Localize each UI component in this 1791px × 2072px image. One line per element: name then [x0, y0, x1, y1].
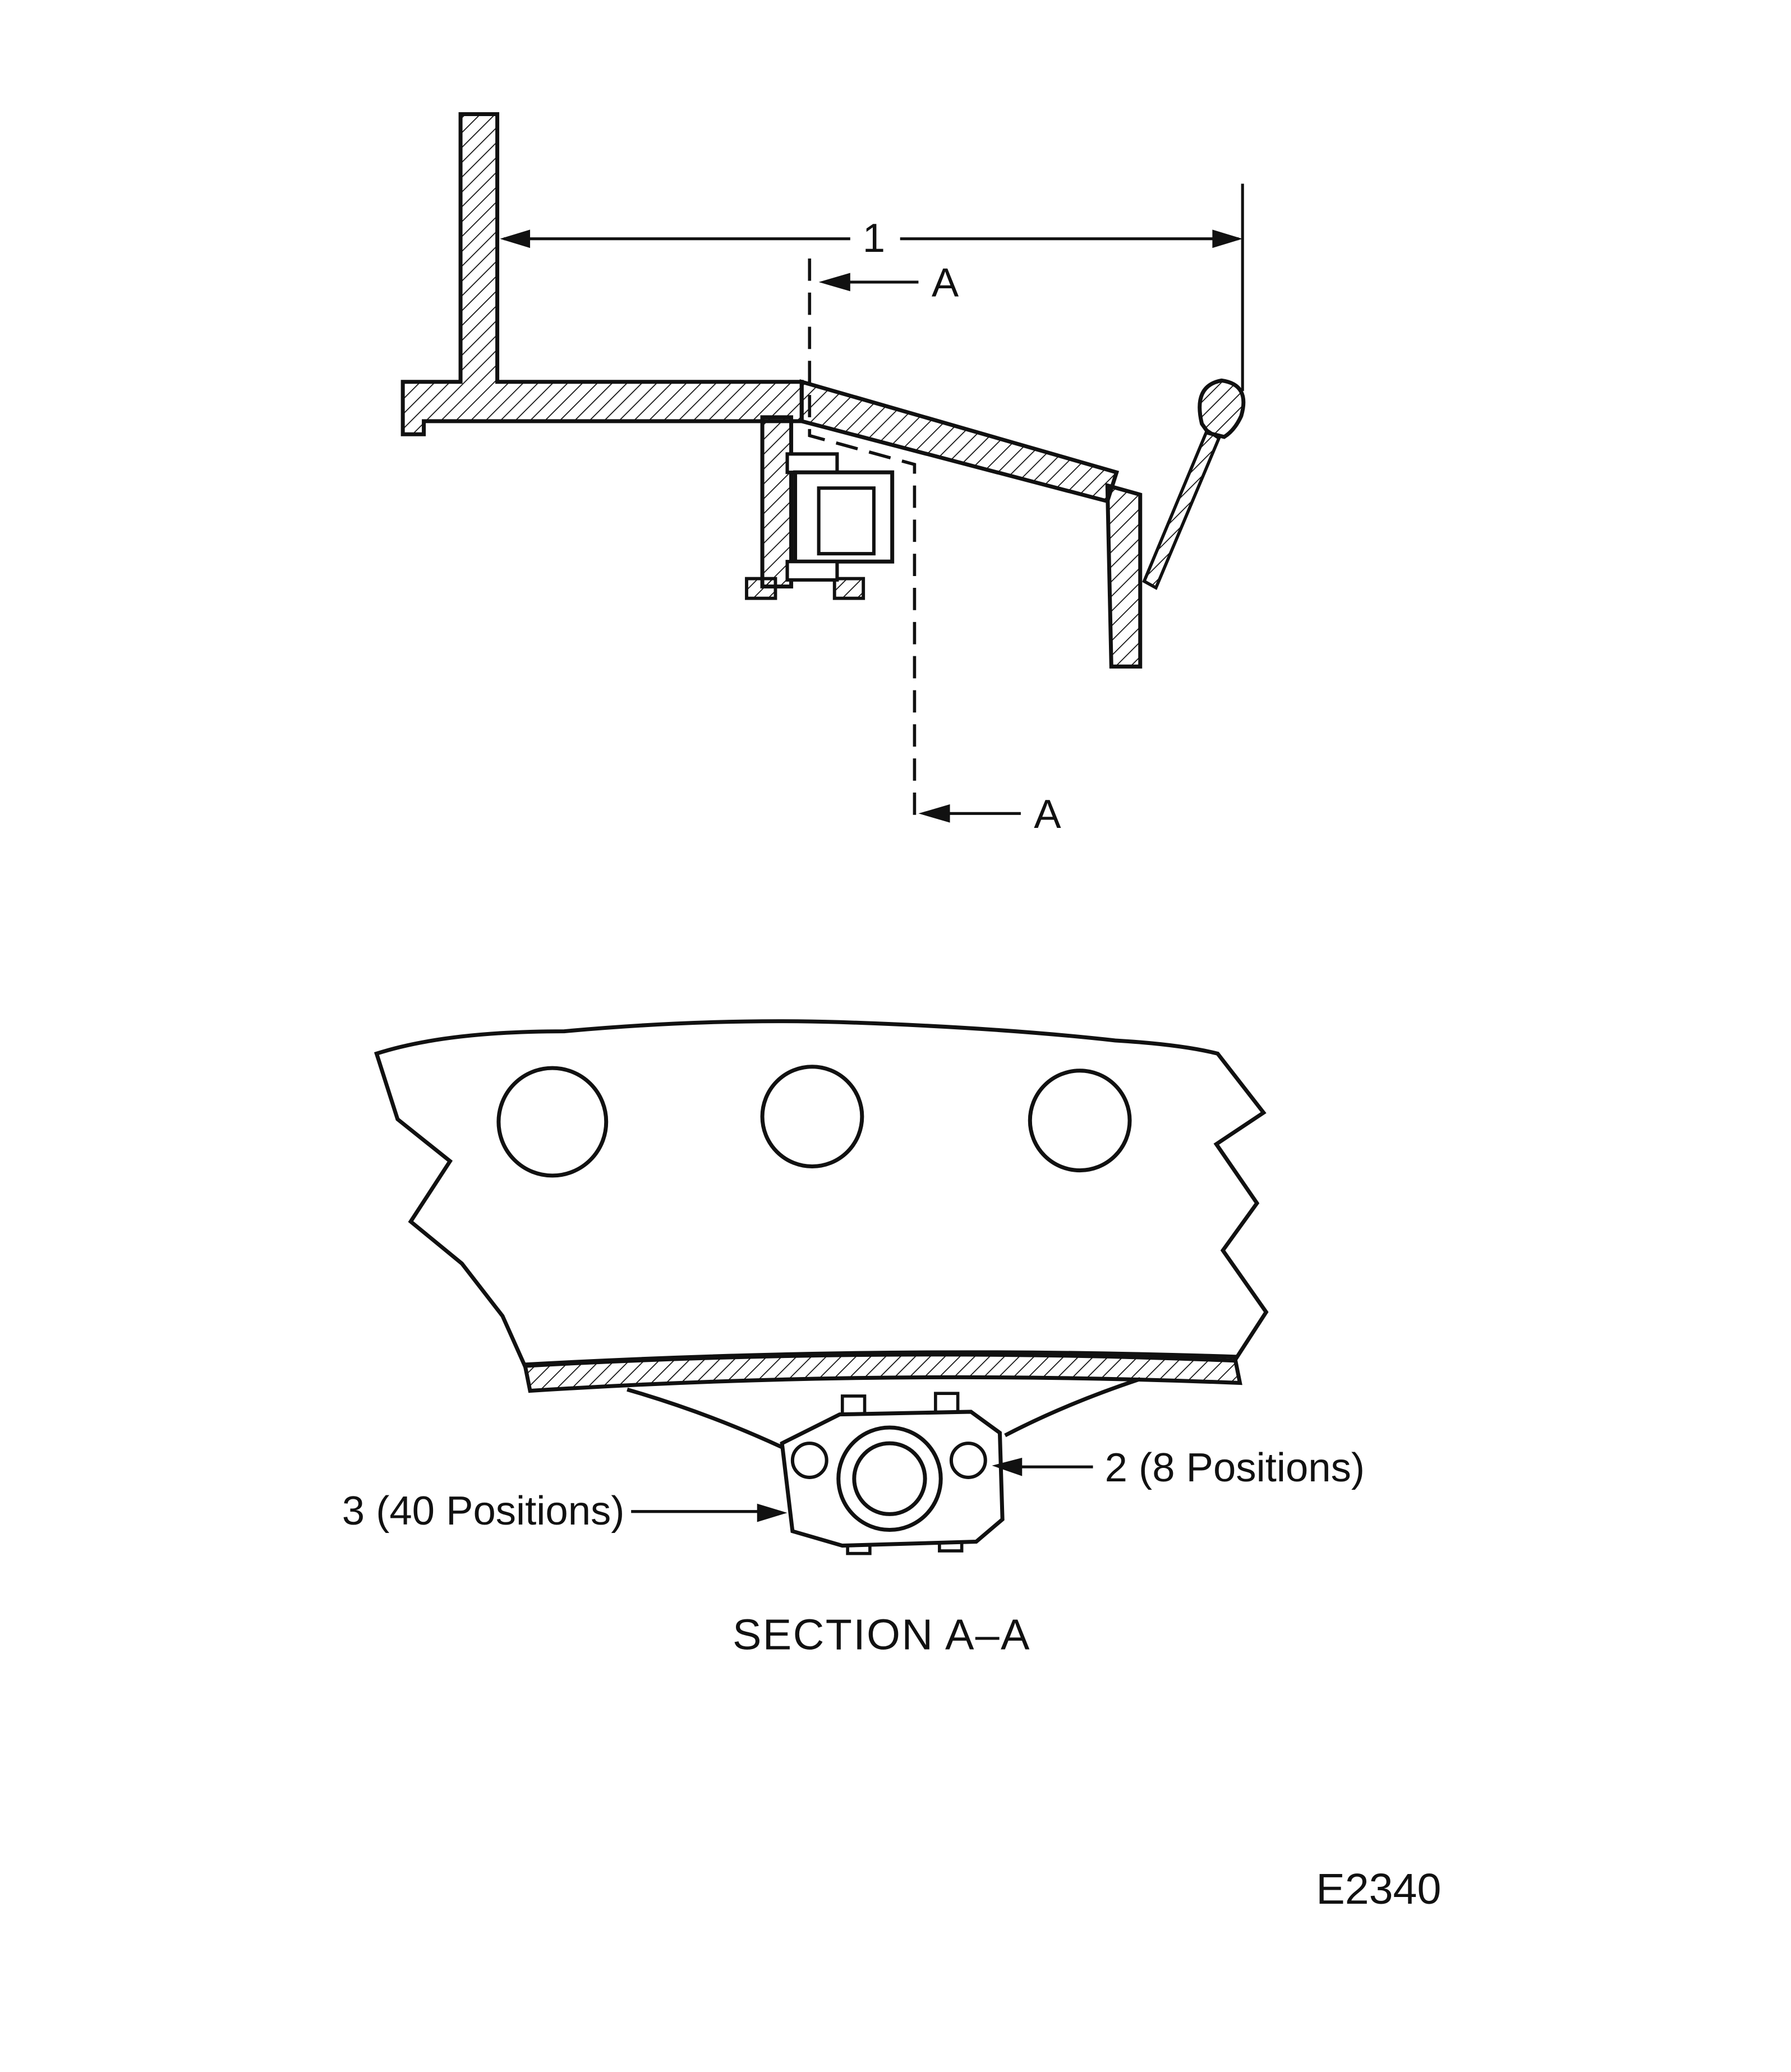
center-bore-inner — [854, 1443, 925, 1514]
spoke-section — [1144, 430, 1219, 588]
dimension-label-1: 1 — [863, 215, 885, 261]
section-arrowhead-top — [819, 273, 850, 292]
bolt-hole-left — [499, 1068, 606, 1176]
figure-code: E2340 — [1316, 1865, 1441, 1913]
boss-taper-left — [627, 1389, 782, 1447]
cross-section-view: 1 A A — [403, 114, 1244, 837]
callout-2-label: 2 (8 Positions) — [1105, 1445, 1365, 1490]
boss-washer-top-outline — [788, 454, 837, 472]
sectioned-wall-strip — [525, 1352, 1240, 1391]
section-arrow-label-bottom: A — [1034, 791, 1061, 837]
callout-3-arrowhead — [757, 1504, 788, 1522]
pilot-hole-right — [951, 1443, 986, 1477]
web-foot-left-section — [747, 579, 775, 598]
section-title: SECTION A–A — [733, 1610, 1031, 1659]
bolt-hole-right — [1030, 1071, 1130, 1171]
web-foot-right-section — [835, 579, 863, 598]
section-arrowhead-bottom — [918, 804, 950, 823]
pilot-hole-left — [793, 1443, 827, 1477]
section-arrow-label-top: A — [932, 260, 959, 306]
section-aa-view: 3 (40 Positions) 2 (8 Positions) SECTION… — [342, 1021, 1365, 1659]
callout-3-label: 3 (40 Positions) — [342, 1488, 625, 1534]
left-flange-section — [403, 114, 802, 435]
right-flange-section — [1107, 485, 1140, 666]
dimension-arrowhead-left — [500, 229, 530, 248]
dimension-arrowhead-right — [1212, 229, 1242, 248]
boss-taper-right — [1005, 1379, 1140, 1435]
boss-washer-bottom-outline — [788, 561, 837, 580]
bolt-hole-center — [762, 1067, 862, 1167]
nut-boss-inner-outline — [819, 488, 874, 554]
